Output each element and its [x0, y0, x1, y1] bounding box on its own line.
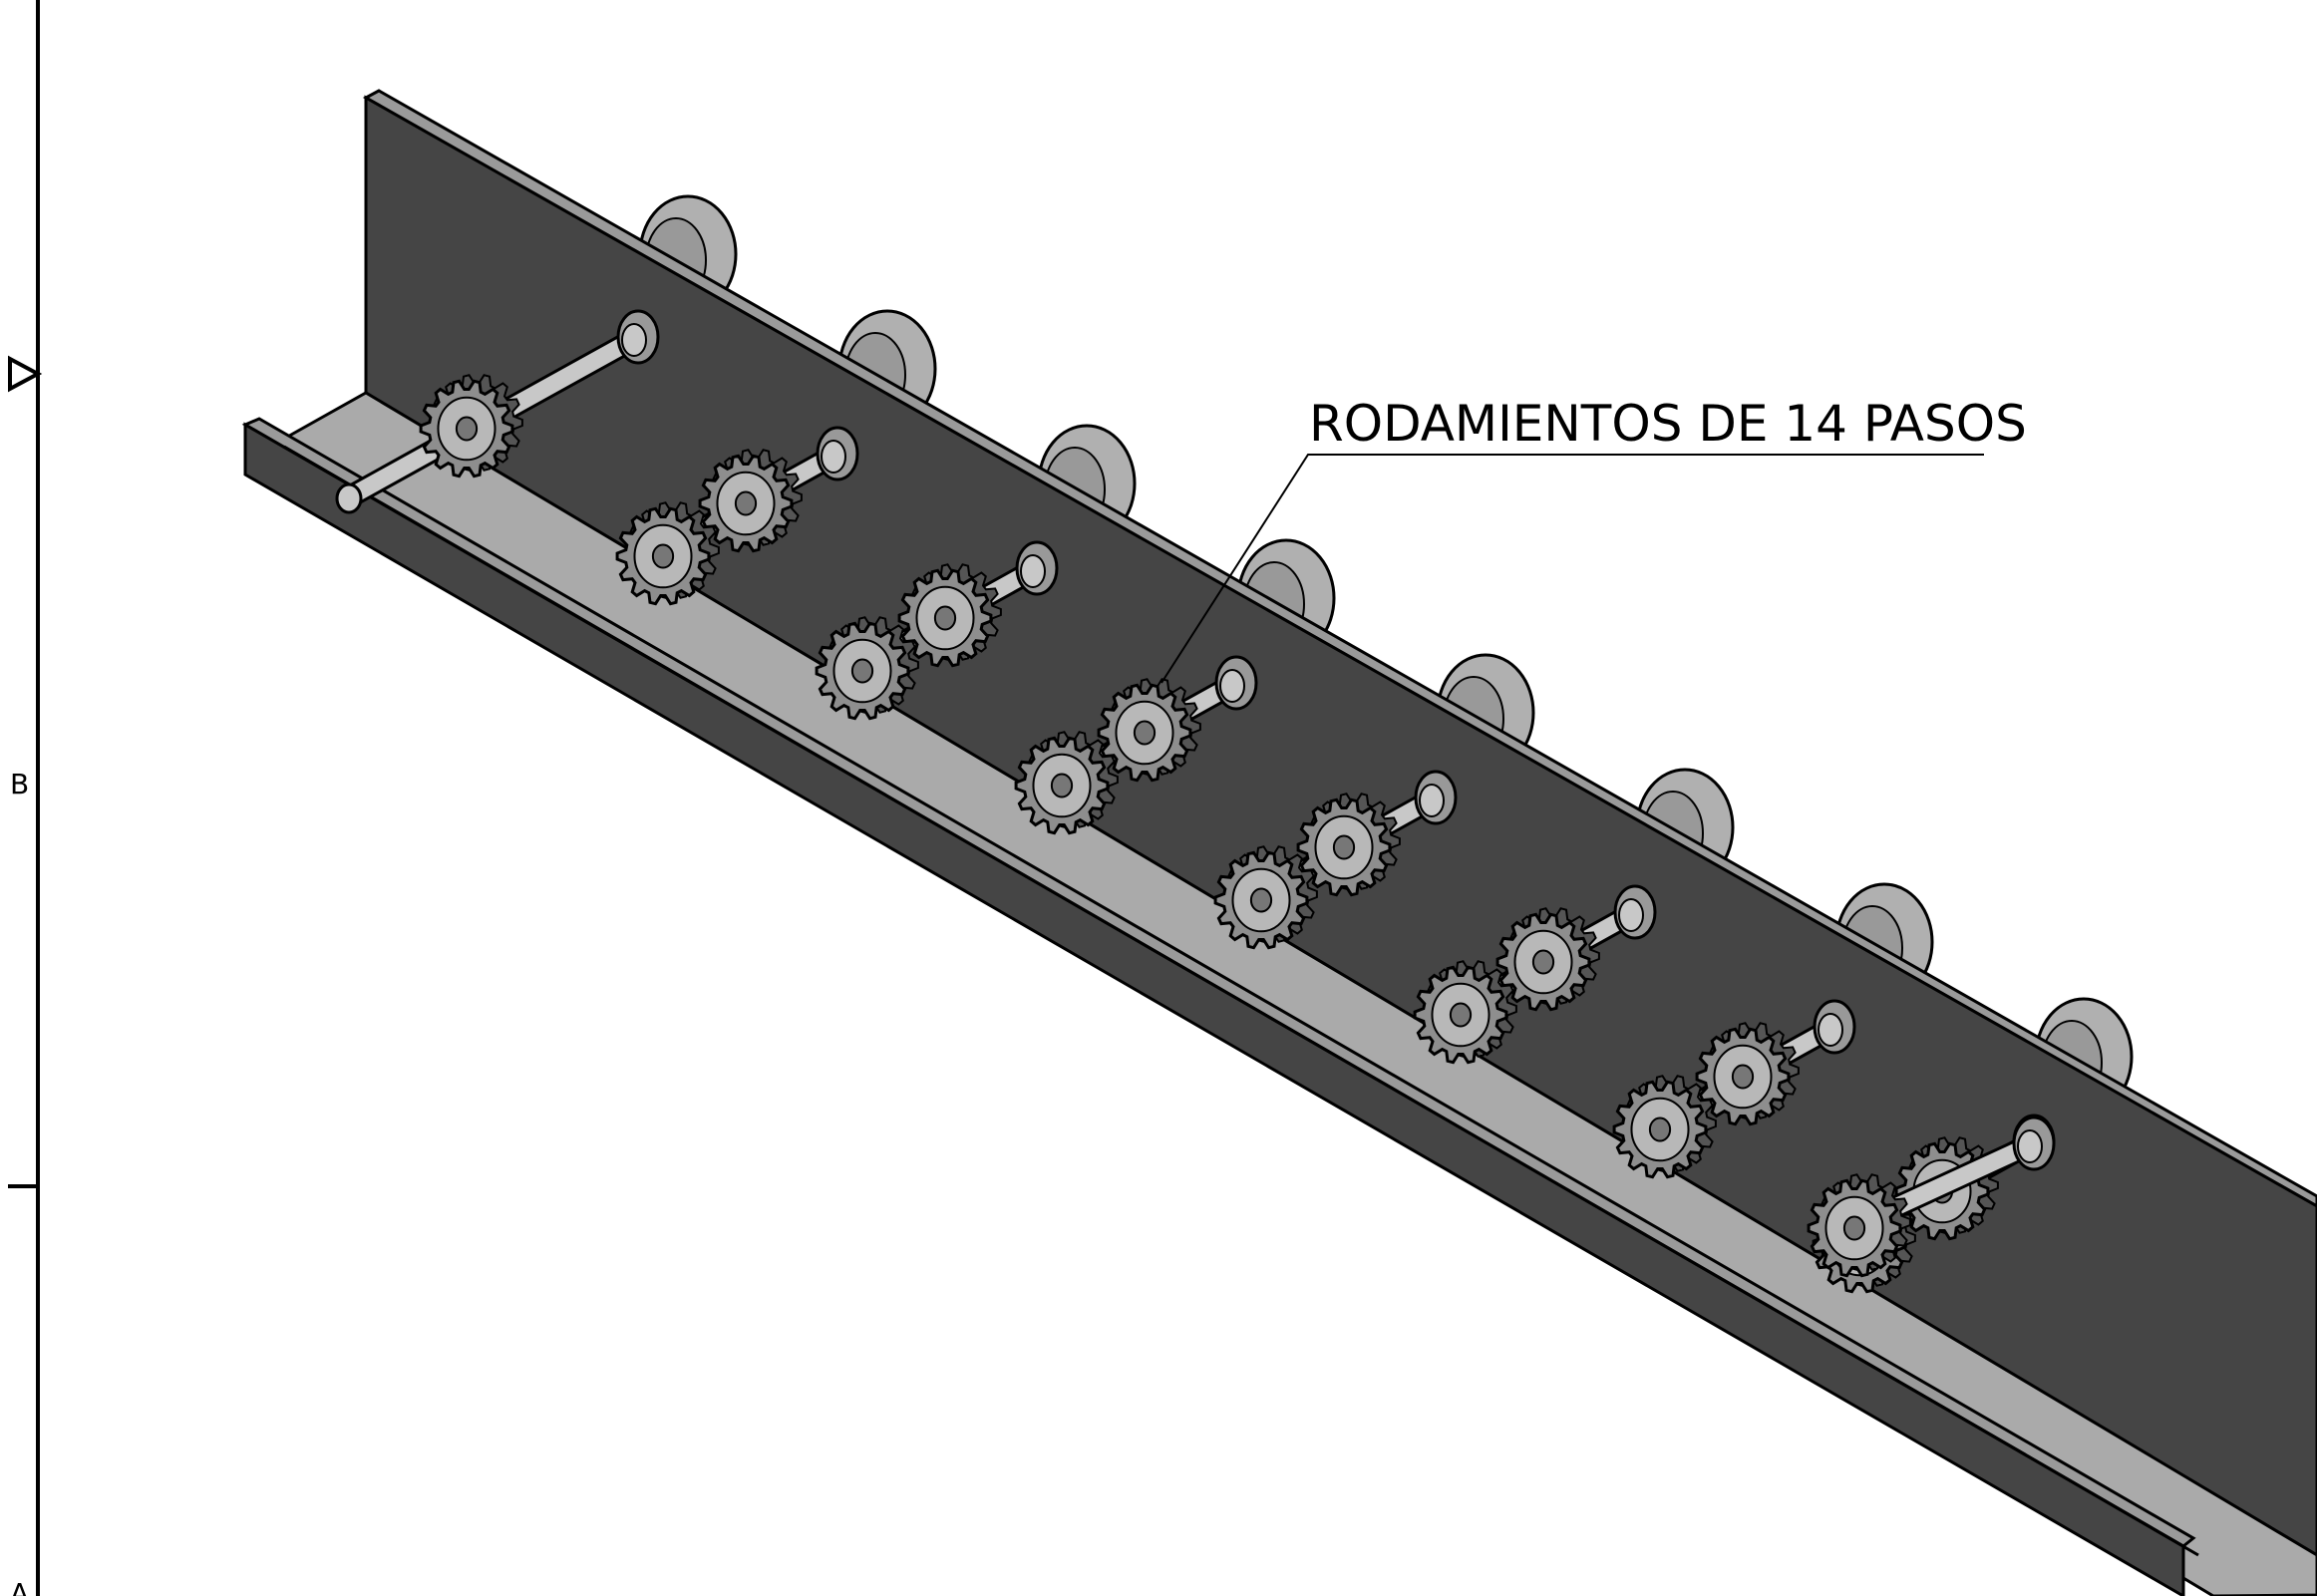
shaft-end [1419, 784, 1445, 817]
sprocket-bore [933, 605, 957, 631]
sprocket-bore [1249, 887, 1273, 913]
sprocket-front-2 [615, 501, 720, 606]
sprocket-bore [1648, 1117, 1672, 1142]
sprocket-bore [1332, 834, 1356, 860]
shaft-end [2017, 1129, 2043, 1163]
sprocket-bore [1842, 1215, 1866, 1241]
callout-leader [1160, 454, 1984, 684]
sprocket-bore [1050, 773, 1074, 798]
sprocket-bore [1133, 720, 1157, 746]
sprocket-rear-2 [698, 449, 803, 553]
shaft-end [1020, 554, 1046, 588]
sprocket-rear-6 [1495, 907, 1600, 1012]
sprocket-rear-4 [1097, 678, 1201, 783]
sprocket-front-4 [1014, 731, 1119, 835]
assembly-4 [1014, 655, 1258, 835]
assembly-5 [1213, 770, 1458, 950]
sprocket-front-6 [1413, 960, 1517, 1065]
sprocket-bore [1731, 1064, 1755, 1090]
sprocket-1 [419, 374, 523, 479]
shaft-1-end [335, 482, 363, 514]
sprocket-9 [1807, 1173, 1911, 1278]
shaft-end [1618, 898, 1644, 932]
sprocket-front-3 [815, 616, 919, 721]
zone-label-a: A [10, 1577, 29, 1596]
lip-inner-edge [283, 445, 2199, 1557]
assembly-2 [615, 426, 859, 606]
shaft-end [1219, 669, 1245, 703]
sprocket-bore [1531, 949, 1555, 975]
sprocket-front-5 [1213, 845, 1318, 950]
shaft-sprocket-assemblies [335, 309, 2056, 1294]
assembly-3 [815, 540, 1059, 721]
shaft-end [621, 323, 647, 357]
sprocket-bore [734, 490, 758, 516]
sprocket-bore [1449, 1002, 1473, 1028]
sprocket-bore [651, 543, 675, 569]
shaft-end [1818, 1013, 1843, 1047]
sprocket-rear-3 [897, 563, 1002, 668]
zone-label-b: B [10, 768, 29, 800]
assembly-6 [1413, 884, 1657, 1065]
channel-front-lip [241, 417, 2199, 1596]
callout: RODAMIENTOS DE 14 PASOS [1160, 395, 2027, 684]
callout-label: RODAMIENTOS DE 14 PASOS [1309, 395, 2027, 453]
assembly-1 [335, 309, 660, 514]
sprocket-rear-7 [1695, 1022, 1800, 1126]
sprocket-rear-5 [1296, 793, 1401, 897]
shaft-end [821, 440, 846, 474]
assembly-9 [1807, 1116, 2056, 1278]
sprocket-bore [850, 658, 874, 684]
assembly-7 [1612, 999, 1856, 1179]
sprocket-front-7 [1612, 1075, 1717, 1179]
sprocket-bore [455, 416, 479, 442]
centering-mark-icon [8, 339, 43, 409]
